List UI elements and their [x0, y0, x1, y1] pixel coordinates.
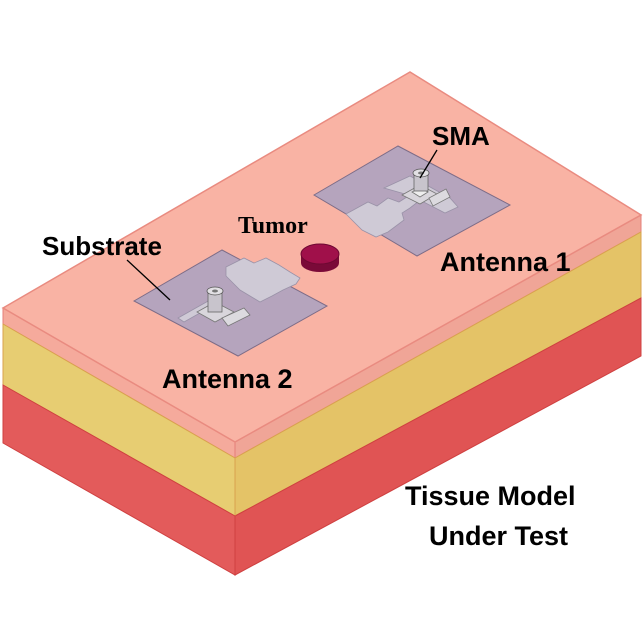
- label-tissue-line-1: Tissue Model: [405, 481, 576, 511]
- antenna-2: [132, 249, 329, 357]
- label-tumor: Tumor: [238, 213, 308, 239]
- front-face-red: [2, 384, 236, 576]
- sma-leader-line: [419, 149, 438, 179]
- antenna-2-sma-connector: [196, 286, 251, 327]
- block-right-face: [234, 214, 642, 576]
- label-sma: SMA: [432, 121, 490, 151]
- substrate-leader-line: [126, 259, 171, 301]
- label-antenna-2: Antenna 2: [162, 364, 293, 394]
- label-substrate: Substrate: [42, 231, 162, 261]
- antenna-1-sma-connector: [401, 168, 451, 207]
- antenna-2-substrate: [132, 249, 329, 357]
- label-antenna-1: Antenna 1: [440, 247, 571, 277]
- antenna-2-radiator-patch: [225, 257, 301, 303]
- label-tissue-line-2: Under Test: [429, 521, 568, 551]
- antenna-1: [313, 145, 512, 257]
- antenna-1-radiator-patch: [345, 194, 420, 238]
- tumor: [300, 243, 340, 272]
- block-front-face: [2, 307, 236, 576]
